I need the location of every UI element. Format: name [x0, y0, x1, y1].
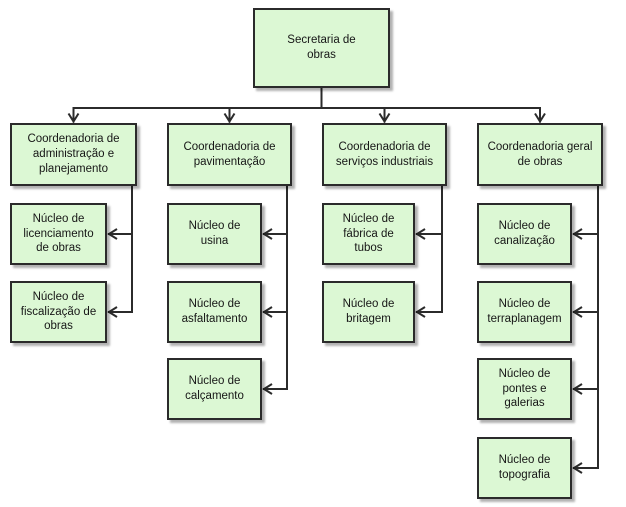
org-node-nucleo-fabrica-tubos: Núcleo de fábrica de tubos [322, 203, 415, 265]
org-node-nucleo-licenciamento-obras: Núcleo de licenciamento de obras [10, 203, 107, 265]
org-node-nucleo-pontes-galerias: Núcleo de pontes e galerias [477, 358, 572, 420]
org-node-nucleo-asfaltamento: Núcleo de asfaltamento [167, 281, 262, 343]
org-node-nucleo-terraplanagem: Núcleo de terraplanagem [477, 281, 572, 343]
org-node-coordenadoria-administracao-planejamento: Coordenadoria de administração e planeja… [10, 123, 137, 186]
connector-col4-drop [572, 184, 599, 474]
org-node-nucleo-britagem: Núcleo de britagem [322, 281, 415, 343]
org-node-nucleo-canalizacao: Núcleo de canalização [477, 203, 572, 265]
connector-col1-drop [107, 184, 133, 318]
org-node-nucleo-topografia: Núcleo de topografia [477, 437, 572, 499]
org-node-nucleo-fiscalizacao-obras: Núcleo de fiscalização de obras [10, 281, 107, 343]
org-node-nucleo-usina: Núcleo de usina [167, 203, 262, 265]
connector-col2-drop [262, 184, 288, 395]
org-node-coordenadoria-pavimentacao: Coordenadoria de pavimentação [167, 123, 292, 186]
org-node-nucleo-calcamento: Núcleo de calçamento [167, 358, 262, 420]
connector-col3-drop [415, 184, 443, 318]
org-node-coordenadoria-servicos-industriais: Coordenadoria de serviços industriais [322, 123, 447, 186]
org-node-coordenadoria-geral-obras: Coordenadoria geral de obras [477, 123, 603, 186]
org-node-secretaria-de-obras: Secretaria de obras [253, 8, 390, 88]
